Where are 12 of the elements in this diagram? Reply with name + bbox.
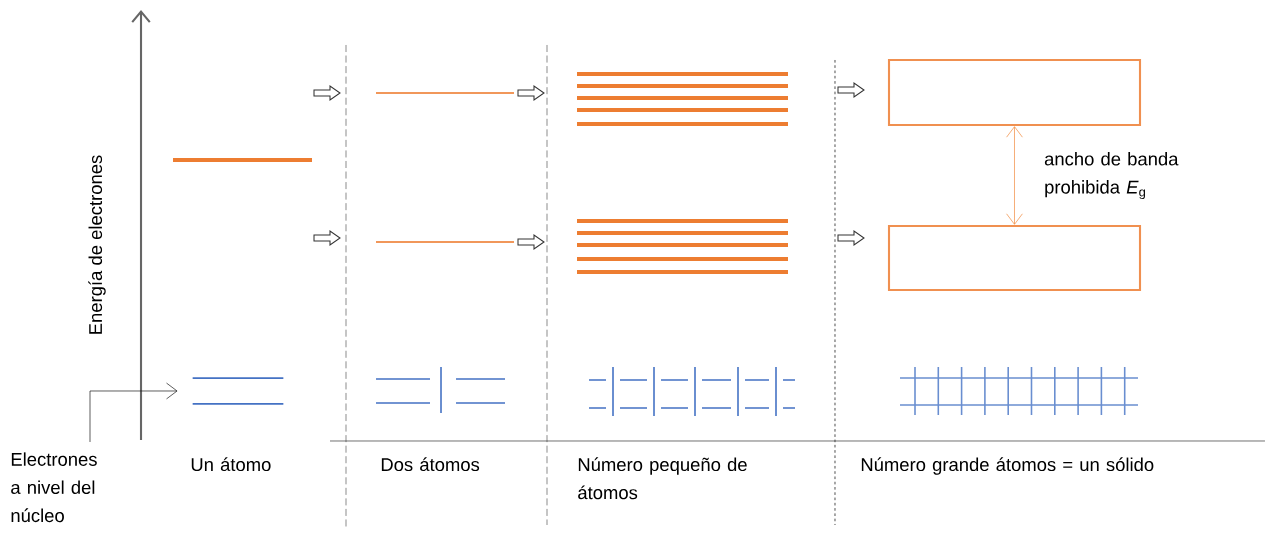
arrow [1006,126,1023,225]
column-label: Un átomo [191,457,271,472]
column-label: Número pequeño de átomos [578,457,747,500]
band-box [887,224,1142,292]
band-box [887,58,1142,127]
core-electrons-label: Electrones a nivel del núcleo [11,452,97,523]
edge-label: ancho de banda prohibida E$_{g}$ [1044,151,1179,199]
core-levels-drawing [191,377,285,405]
arrow [89,382,178,443]
column-label: Dos átomos [381,457,480,472]
column-label: Número grande átomos = un sólido [861,457,1154,475]
axis-label: Energía de electrones [88,155,106,334]
